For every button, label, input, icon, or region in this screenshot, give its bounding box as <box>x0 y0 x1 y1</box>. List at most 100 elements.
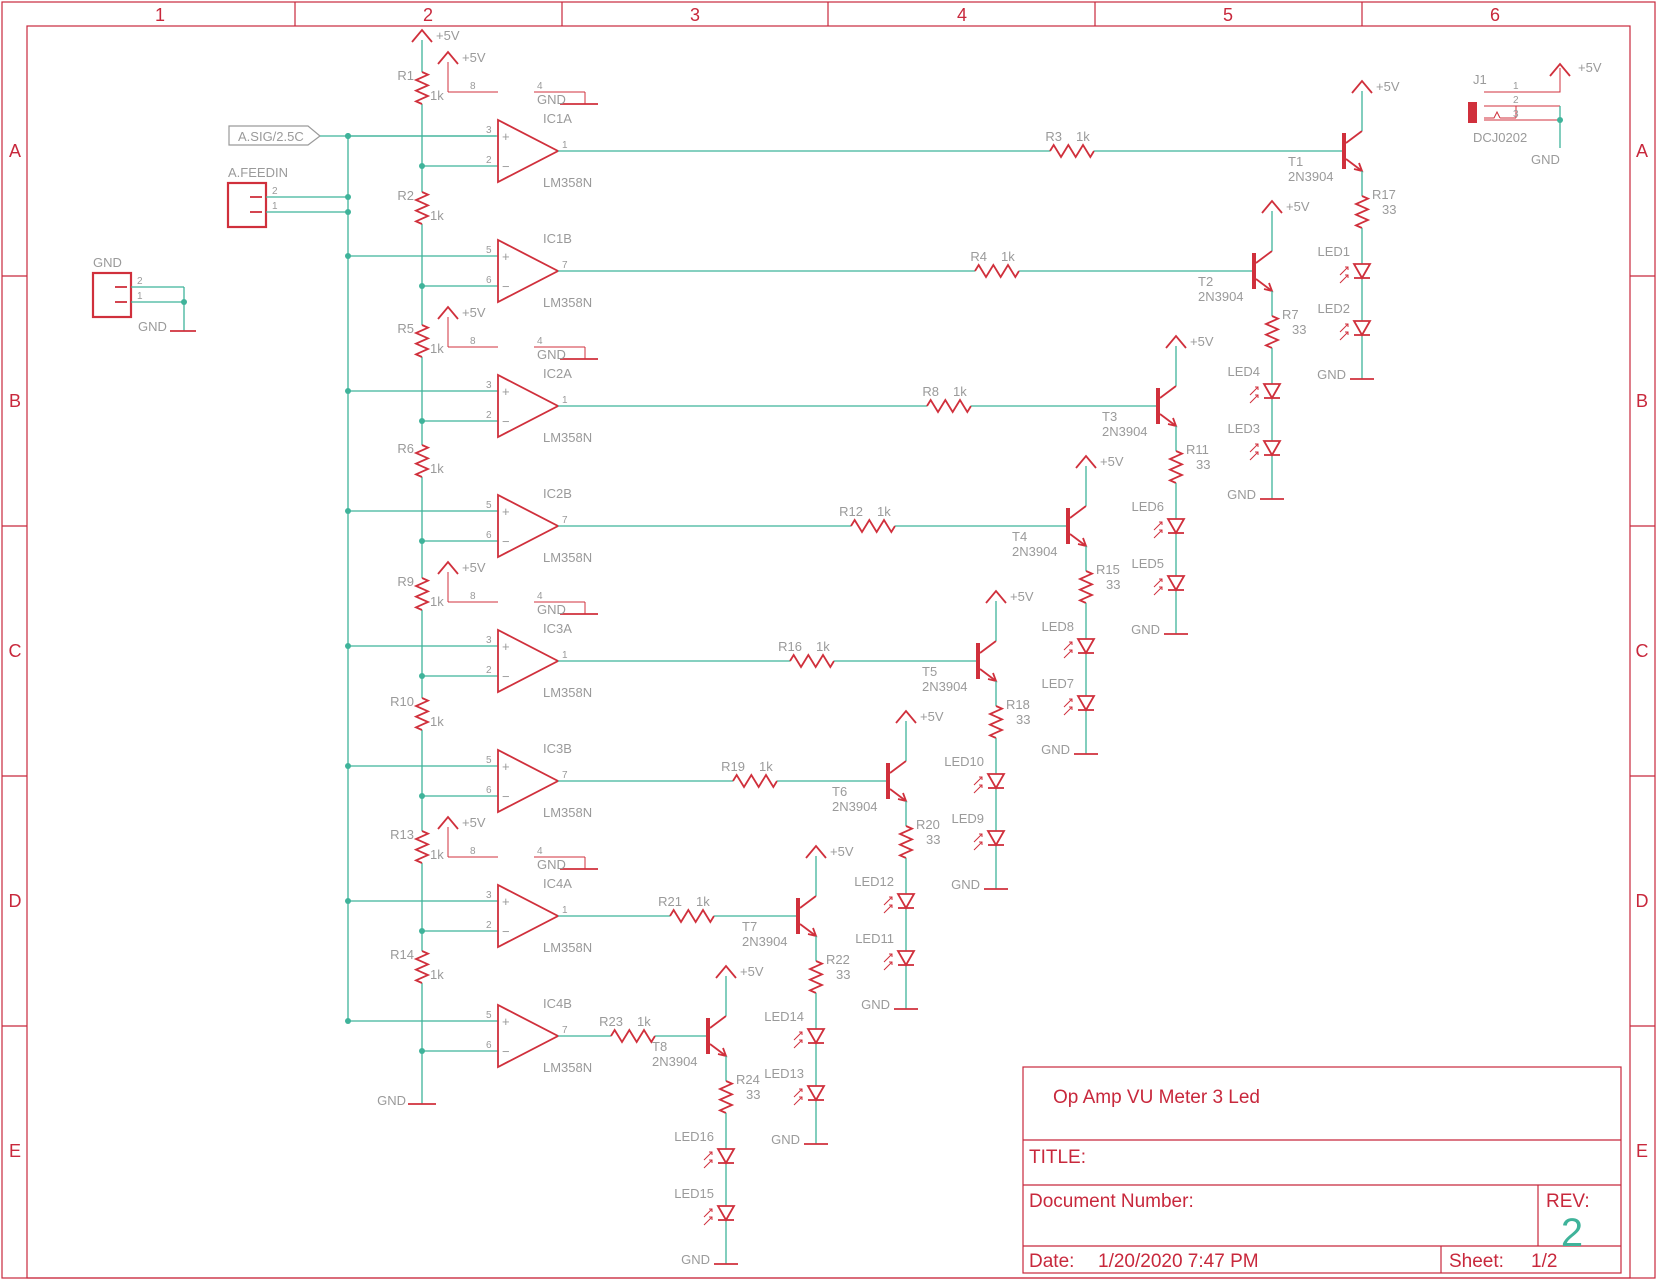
led-led7 <box>1063 695 1096 716</box>
resistor-value: 1k <box>953 384 967 399</box>
resistor-name: R13 <box>390 827 414 842</box>
led-name: LED7 <box>1041 676 1074 691</box>
document-number-label: Document Number: <box>1029 1191 1194 1212</box>
transistor-name: T5 <box>922 664 937 679</box>
transistor-part: 2N3904 <box>922 679 968 694</box>
stage-ground: GND <box>1317 367 1374 382</box>
led-led10 <box>973 773 1006 794</box>
vcc-label: +5V <box>462 815 486 830</box>
resistor-name: R4 <box>970 249 987 264</box>
vcc-pin: 8 <box>470 846 476 857</box>
led-led9 <box>973 830 1006 851</box>
row-label: E <box>9 1141 21 1161</box>
sheet-value: 1/2 <box>1531 1251 1557 1272</box>
resistor-value: 1k <box>430 88 444 103</box>
vcc-label: +5V <box>1190 334 1214 349</box>
resistor-name: R23 <box>599 1014 623 1029</box>
transistor-vcc: +5V <box>895 709 944 724</box>
vcc-label: +5V <box>1286 199 1310 214</box>
opamp-symbol <box>497 748 560 814</box>
opamp-pin-noninv: 3 <box>486 380 492 391</box>
resistor-name: R3 <box>1045 129 1062 144</box>
opamp-vcc: +5V <box>437 815 486 830</box>
transistor-part: 2N3904 <box>652 1054 698 1069</box>
row-label: C <box>9 641 22 661</box>
vcc-symbol: +5V <box>411 28 460 43</box>
stage-ground: GND <box>1041 742 1098 757</box>
row-labels: A B C D E A B C D E <box>9 141 1649 1161</box>
minus-sign: − <box>502 159 510 174</box>
feed-connector <box>226 181 268 229</box>
svg-text:3: 3 <box>1513 109 1519 120</box>
resistor-value: 1k <box>759 759 773 774</box>
opamp-pin-inv: 6 <box>486 530 492 541</box>
resistor-value: 33 <box>1292 322 1306 337</box>
resistor-name: R1 <box>397 68 414 83</box>
opamp-symbol <box>497 628 560 694</box>
opamp-symbol <box>497 373 560 439</box>
led-name: LED16 <box>674 1129 714 1144</box>
vcc-label: +5V <box>1100 454 1124 469</box>
transistor-vcc: +5V <box>985 589 1034 604</box>
opamp-vcc: +5V <box>437 50 486 65</box>
led-name: LED12 <box>854 874 894 889</box>
date-label: Date: <box>1029 1251 1074 1272</box>
resistor-name: R18 <box>1006 697 1030 712</box>
opamp-pin-inv: 2 <box>486 665 492 676</box>
transistor-name: T7 <box>742 919 757 934</box>
column-labels: 1 2 3 4 5 6 <box>155 5 1500 25</box>
opamp-pin-noninv: 5 <box>486 755 492 766</box>
jack-body <box>1468 102 1477 123</box>
column-label: 3 <box>690 5 700 25</box>
resistor-name: R16 <box>778 639 802 654</box>
transistor-part: 2N3904 <box>1288 169 1334 184</box>
resistor-name: R7 <box>1282 307 1299 322</box>
resistor-value: 1k <box>430 847 444 862</box>
transistor-part: 2N3904 <box>832 799 878 814</box>
resistor-name: R15 <box>1096 562 1120 577</box>
row-label: B <box>1636 391 1648 411</box>
opamp-pin-out: 7 <box>562 260 568 271</box>
transistor-name: T8 <box>652 1039 667 1054</box>
opamp-pin-inv: 2 <box>486 155 492 166</box>
resistor-name: R14 <box>390 947 414 962</box>
resistor-name: R5 <box>397 321 414 336</box>
vcc-label: +5V <box>462 50 486 65</box>
row-label: D <box>1636 891 1649 911</box>
row-label: B <box>9 391 21 411</box>
column-label: 1 <box>155 5 165 25</box>
transistor-name: T1 <box>1288 154 1303 169</box>
opamp-symbol <box>497 238 560 304</box>
opamp-pin-inv: 6 <box>486 1040 492 1051</box>
led-name: LED10 <box>944 754 984 769</box>
opamp-part: LM358N <box>543 1060 592 1075</box>
stage-ground: GND <box>681 1252 738 1267</box>
resistor-name: R11 <box>1186 442 1209 457</box>
led-name: LED4 <box>1227 364 1260 379</box>
led-led1 <box>1339 263 1372 284</box>
led-name: LED9 <box>951 811 984 826</box>
led-name: LED13 <box>764 1066 804 1081</box>
opamp-name: IC3B <box>543 741 572 756</box>
opamp-part: LM358N <box>543 685 592 700</box>
opamp-symbol <box>497 118 560 184</box>
resistor-value: 33 <box>1016 712 1030 727</box>
vcc-label: +5V <box>462 305 486 320</box>
resistor-value: 33 <box>1196 457 1210 472</box>
resistor-value: 1k <box>696 894 710 909</box>
stage-ground: GND <box>951 877 1008 892</box>
